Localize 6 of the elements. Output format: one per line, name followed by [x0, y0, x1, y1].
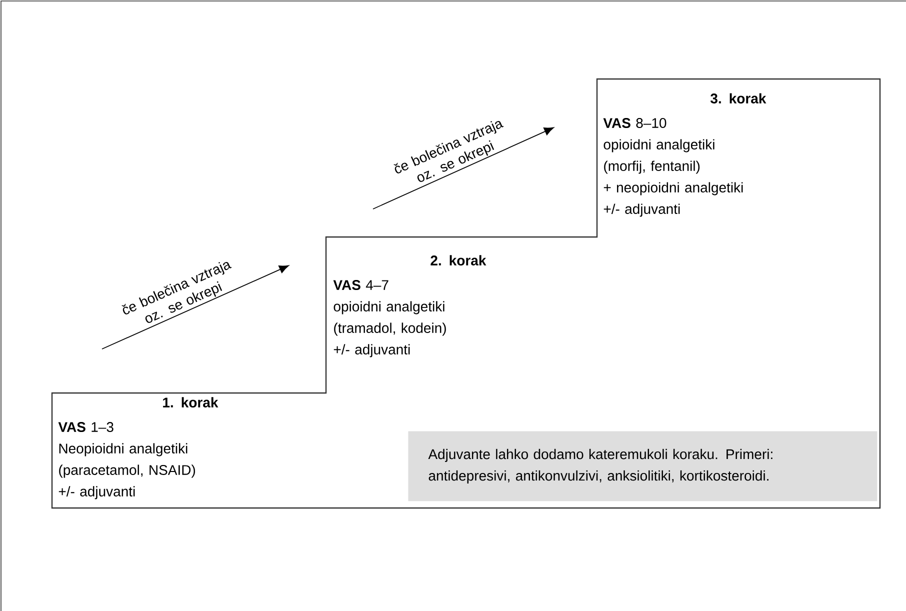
step-text: 3. korak VAS 8–10 opioidni analgetiki (morfij, fentanil) + neopioidni analgetiki +/- adjuvanti [603, 93, 766, 217]
arrow [102, 265, 289, 350]
step-text: 1. korak VAS 1–3 Neopioidni analgetiki (paracetamol, NSAID) +/- adjuvanti [58, 397, 218, 500]
note-box: Adjuvante lahko dodamo kateremukoli koraku. Primeri: antidepresivi, antikonvulzivi, anksiolitiki, kortikosteroidi. [408, 431, 878, 502]
arrow [372, 127, 554, 210]
step-text: 2. korak VAS 4–7 opioidni analgetiki (tramadol, kodein) +/- adjuvanti [333, 255, 486, 358]
